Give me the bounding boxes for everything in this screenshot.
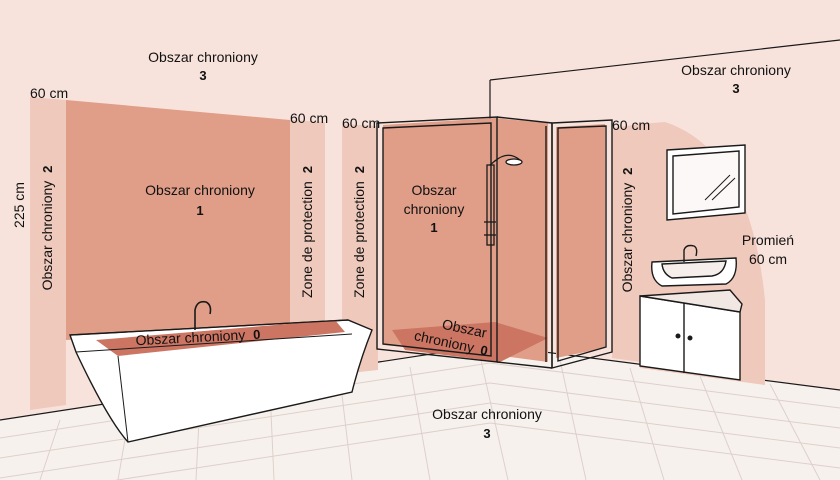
- dim-shower-right: 60 cm: [612, 117, 650, 133]
- zone2-shower-left-label: Zone de protection 2: [351, 166, 367, 298]
- mirror-icon: [666, 144, 746, 221]
- zone2-bath-right-label: Zone de protection 2: [299, 166, 315, 298]
- shower-enclosure: [376, 116, 613, 369]
- svg-text:3: 3: [732, 81, 739, 96]
- svg-text:Obszar chroniony: Obszar chroniony: [681, 62, 791, 78]
- zone2-strip-bath-right: [290, 120, 325, 380]
- zone1-bath-wall-label: Obszar chroniony 1: [145, 182, 255, 218]
- zone2-strip-bath-left: [30, 97, 66, 410]
- sink-icon: [651, 244, 737, 287]
- zone3-floor-label: Obszar chroniony 3: [432, 406, 542, 441]
- svg-text:Obszar chroniony: Obszar chroniony: [432, 406, 542, 422]
- svg-text:3: 3: [199, 68, 206, 83]
- shower-head-icon: [484, 154, 523, 246]
- svg-text:Zone de protection 2: Zone de protection 2: [351, 166, 367, 298]
- svg-text:1: 1: [196, 203, 203, 218]
- svg-text:225 cm: 225 cm: [11, 182, 27, 228]
- zone2-strip-shower-left: [342, 124, 378, 374]
- zone1-shower-label: Obszar chroniony 1: [404, 182, 465, 235]
- dim-height-label: 225 cm: [11, 182, 27, 228]
- zone1-bath-wall: [66, 100, 290, 340]
- svg-text:Obszar chroniony 2: Obszar chroniony 2: [619, 168, 635, 293]
- dim-shower-left: 60 cm: [342, 115, 380, 131]
- svg-text:Zone de protection 2: Zone de protection 2: [299, 166, 315, 298]
- dim-bath-left: 60 cm: [30, 85, 68, 101]
- cabinet-icon: [639, 289, 743, 381]
- zone2-sink-label: Obszar chroniony 2: [619, 168, 635, 293]
- dim-bath-right: 60 cm: [290, 110, 328, 126]
- svg-text:3: 3: [483, 426, 490, 441]
- svg-text:chroniony: chroniony: [404, 201, 465, 217]
- zone2-bath-left-label: Obszar chroniony 2: [39, 166, 55, 291]
- zone2-strip-shower-right: [612, 124, 640, 362]
- svg-text:Promień: Promień: [742, 232, 794, 248]
- svg-text:Obszar chroniony 0: Obszar chroniony 0: [135, 326, 261, 349]
- svg-text:Obszar: Obszar: [411, 182, 456, 198]
- zone0-bath-label: Obszar chroniony 0: [135, 326, 261, 349]
- svg-text:Obszar chroniony: Obszar chroniony: [148, 49, 258, 65]
- faucet-icon: [194, 300, 212, 330]
- zone3-back-wall-label: Obszar chroniony 3: [148, 49, 258, 83]
- zone3-right-wall-label: Obszar chroniony 3: [681, 62, 791, 96]
- svg-text:1: 1: [430, 220, 437, 235]
- radius-label: Promień 60 cm: [742, 232, 794, 267]
- svg-text:60 cm: 60 cm: [749, 251, 787, 267]
- zone0-shower-tray: [392, 322, 548, 362]
- svg-text:Obszar chroniony: Obszar chroniony: [145, 182, 255, 198]
- bathtub: [69, 300, 373, 443]
- svg-text:Obszar chroniony 2: Obszar chroniony 2: [39, 166, 55, 291]
